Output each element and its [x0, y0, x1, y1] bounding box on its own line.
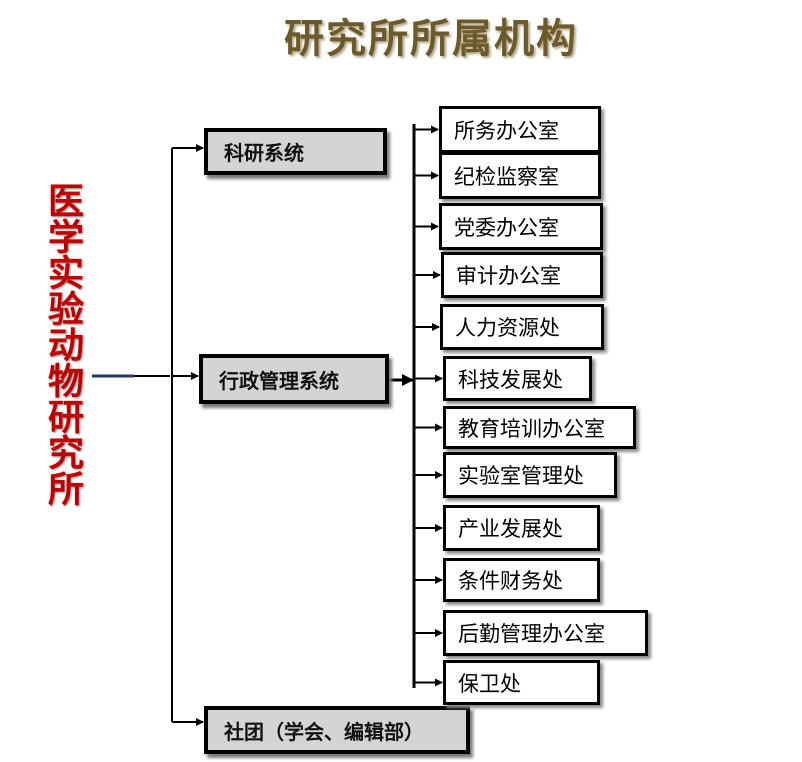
dept-box: 产业发展处	[443, 505, 600, 551]
dept-box: 人力资源处	[440, 304, 604, 350]
dept-box: 保卫处	[443, 660, 600, 705]
page-title: 研究所所属机构	[284, 15, 578, 62]
system-research: 科研系统	[204, 128, 387, 175]
root-institute: 医学实验动物研究所	[42, 182, 84, 506]
dept-branches	[414, 125, 443, 687]
dept-box: 实验室管理处	[443, 452, 617, 498]
dept-box: 审计办公室	[441, 252, 603, 298]
dept-box: 纪检监察室	[439, 152, 601, 199]
system-admin: 行政管理系统	[199, 354, 389, 404]
dept-box: 所务办公室	[439, 106, 601, 153]
dept-box: 后勤管理办公室	[443, 610, 648, 656]
dept-box: 科技发展处	[443, 356, 592, 401]
system-society: 社团（学会、编辑部）	[204, 706, 470, 754]
dept-box: 党委办公室	[439, 203, 603, 250]
dept-box: 条件财务处	[443, 558, 600, 602]
dept-box: 教育培训办公室	[443, 406, 636, 449]
